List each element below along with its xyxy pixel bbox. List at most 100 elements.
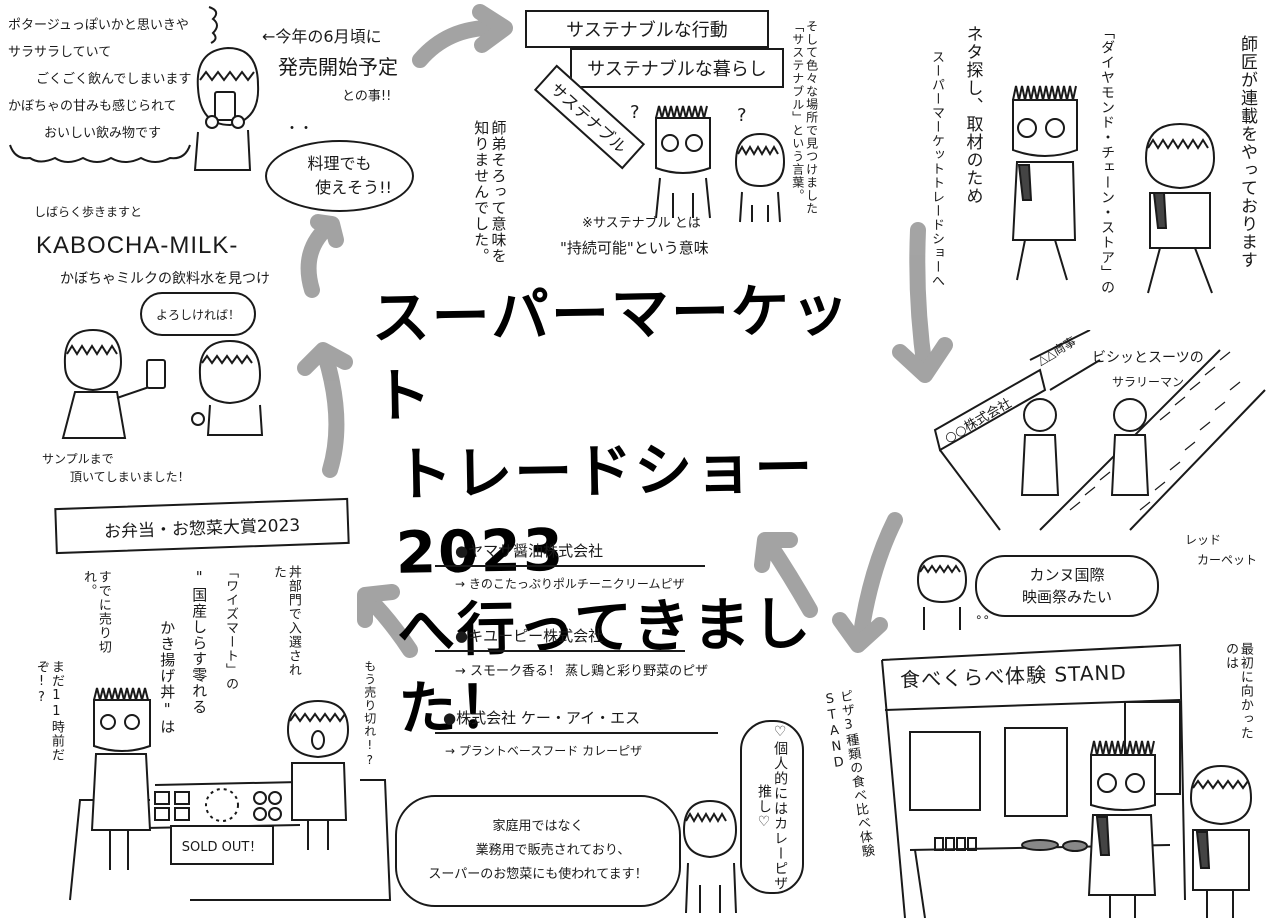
sustainable-action-text: サステナブルな行動 [566,20,728,41]
cannes-bubble: カンヌ国際 映画祭みたい [975,555,1159,617]
personal-pick-bubble: ♡個人的にはカレーピザ推し♡ [740,720,804,894]
purpose-line-1: ネタ探し、取材のため [962,25,983,205]
bento-award-title: お弁当・お惣菜大賞2023 [103,515,301,542]
found-word-note: そして色々な場所で見つけました「サステナブル」という言葉。 [790,20,819,215]
carpet-label: レッド カーペット [1185,530,1257,570]
pizza-product: → きのこたっぷりポルチーニクリームピザ [455,577,685,591]
walk-text: しばらく歩きますと [34,205,143,219]
definition-line-1: ※サステナブル とは [582,216,701,231]
pizza-entry: ●キユーピー株式会社 → スモーク香る！ 蒸し鶏と彩り野菜のピザ [435,625,725,707]
sustainable-tag-text: サステナブル [546,79,631,158]
suit-caption: ビシッとスーツの サラリーマン [1092,346,1204,394]
question-mark-1: ? [630,102,640,123]
category-note-text: 丼部門で入選された [270,565,301,677]
already-sold-note: もう売り切れ!? [362,660,377,768]
student-pizza-figure [682,799,738,914]
teacher-stand-figure [1087,740,1157,918]
comment-line: かぼちゃの甘みも感じられて [8,99,177,114]
carpet-line-2: カーペット [1197,553,1258,567]
teacher-student-note: 師弟そろって意味を知りませんでした。 [472,120,508,264]
girl-drinking-figure [193,46,260,171]
cannes-line-2: 映画祭みたい [1021,588,1112,606]
bubble-line-3: スーパーのお惣菜にも使われてます！ [428,867,648,882]
bubble-line-1: 家庭用ではなく [492,819,584,834]
pizza-company-list: ●ヤマサ醤油株式会社 → きのこたっぷりポルチーニクリームピザ ●キユーピー株式… [435,540,725,787]
staff-figure [61,328,166,439]
arrow-left-up-1 [300,217,338,298]
company-name: ●株式会社 ケー・アイ・エス [435,707,718,734]
sustainable-living-text: サステナブルな暮らし [587,59,767,80]
release-note-line-2: 発売開始予定 [278,55,398,79]
teacher-bento-figure [90,687,152,870]
arrow-right-down [909,222,933,378]
product-note-col2: "国産しらす零れる [190,568,209,715]
release-note-line-1: ←今年の6月頃に [262,27,382,46]
staff-bubble-text: よろしければ！ [155,307,240,322]
definition-line-2: "持続可能"という意味 [560,239,709,257]
release-note-line-3: との事!! [342,89,392,104]
red-carpet-scene [933,330,1266,531]
student-figure [734,132,786,223]
sample-line-1: サンプルまで [42,452,114,466]
stand-booth [881,643,1186,918]
brace-icon [208,6,218,44]
product-name: KABOCHA-MILK- [36,232,239,259]
product-note-col3: かき揚げ丼"は [158,620,177,735]
comment-line: ごくごく飲んでしまいます [36,72,192,87]
arrow-bottom-right [852,512,903,648]
definition-text: ※サステナブル とは "持続可能"という意味 [560,212,709,260]
sold-out-already: すでに売り切れ。 [80,570,111,654]
staff-bubble: よろしければ！ [140,292,256,336]
personal-pick-text: ♡個人的にはカレーピザ推し♡ [756,723,789,891]
suit-caption-line-1: ビシッとスーツの [1092,350,1204,366]
cooking-bubble: 料理でも 使えそう!! [265,140,414,212]
teacher-figure [655,105,711,219]
found-text: かぼちゃミルクの飲料水を見つけ [60,271,270,287]
serial-note: 師匠が連載をやっております [1237,35,1257,269]
question-mark-2: ? [737,105,747,126]
pizza-entry: ●ヤマサ醤油株式会社 → きのこたっぷりポルチーニクリームピザ [435,540,725,625]
stand-note: ピザ3種類の食べ比べ体験STAND [821,688,875,860]
arrow-top-right [412,19,508,68]
student-walking-figure [1144,122,1216,294]
cooking-bubble-line-2: 使えそう!! [315,178,392,197]
sample-text: サンプルまで 頂いてしまいました！ [42,450,190,486]
suit-caption-line-2: サラリーマン [1112,375,1185,389]
sold-out-text: SOLD OUT！ [181,839,263,855]
comment-line: ポタージュっぽいかと思いきや [8,18,189,33]
product-note-col1: 「ワイズマート」の [222,565,238,691]
before-11: まだ11時前だぞ!? [33,660,64,762]
first-visit-note: 最初に向かったのは [1222,642,1253,740]
release-note: ←今年の6月頃に 発売開始予定 との事!! [262,22,398,112]
sold-out-sign: SOLD OUT！ [170,825,274,865]
comment-line: おいしい飲み物です [44,126,162,141]
pizza-product: → スモーク香る！ 蒸し鶏と彩り野菜のピザ [455,664,709,679]
store-name: 「ダイヤモンド・チェーン・ストア」の [1099,25,1115,295]
purpose-line-2: スーパーマーケットトレードショーへ [929,50,944,288]
dots: ・・ [285,121,313,137]
student-stand-figure [1189,764,1253,918]
arrow-left-up-2 [317,347,345,478]
pizza-product: → プラントベースフード カレーピザ [445,744,643,758]
thought-dots: ∘∘ [975,610,991,624]
student-thinking-figure [916,554,968,630]
student-figure-tasting [191,339,264,436]
comment-cloud-edge [9,144,191,163]
company-name: ●ヤマサ醤油株式会社 [435,540,705,567]
title-line-1: スーパーマーケット [371,275,852,431]
student-bento-figure [286,699,350,850]
cannes-line-1: カンヌ国際 [1029,566,1105,584]
bento-award-box: お弁当・お惣菜大賞2023 [54,497,350,555]
pizza-entry: ●株式会社 ケー・アイ・エス → プラントベースフード カレーピザ [435,707,725,787]
cooking-bubble-line-1: 料理でも [307,154,372,173]
sustainable-action-box: サステナブルな行動 [525,10,769,48]
company-name: ●キユーピー株式会社 [435,625,685,652]
carpet-line-1: レッド [1185,533,1222,547]
comment-line: サラサラしていて [8,45,112,60]
sustainable-living-box: サステナブルな暮らし [570,48,784,88]
sample-line-2: 頂いてしまいました！ [70,470,190,484]
business-use-bubble: 家庭用ではなく 業務用で販売されており、 スーパーのお惣菜にも使われてます！ [395,795,681,907]
kabocha-comment: ポタージュっぽいかと思いきや サラサラしていて ごくごく飲んでしまいます かぼち… [8,12,208,147]
teacher-walking-figure [1011,85,1078,281]
category-note: 丼部門で入選された [270,565,301,685]
